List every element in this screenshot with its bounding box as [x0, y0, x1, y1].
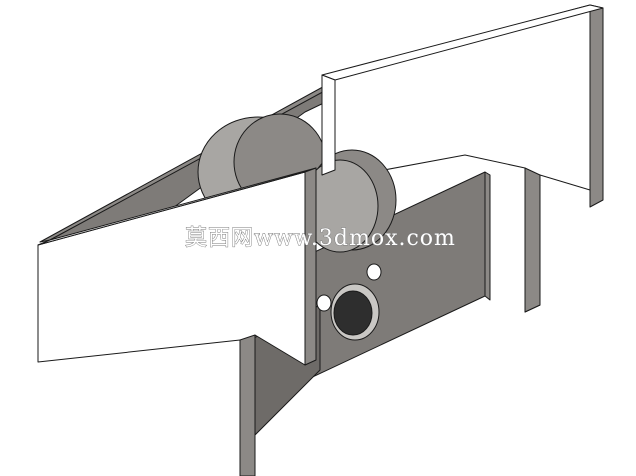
knob: [333, 290, 373, 336]
right-plate-edge: [589, 4, 604, 208]
bolt-hole-lower: [316, 294, 332, 312]
bracket-plate-side: [484, 171, 491, 301]
right-plate-notch-edge: [524, 167, 541, 313]
watermark-text: 莫西网www.3dmox.com: [185, 226, 456, 251]
front-left-wall-notch-edge: [239, 334, 256, 476]
front-left-wall-edge: [304, 167, 317, 366]
center-divider: [321, 74, 336, 176]
bolt-hole-upper: [366, 263, 382, 281]
